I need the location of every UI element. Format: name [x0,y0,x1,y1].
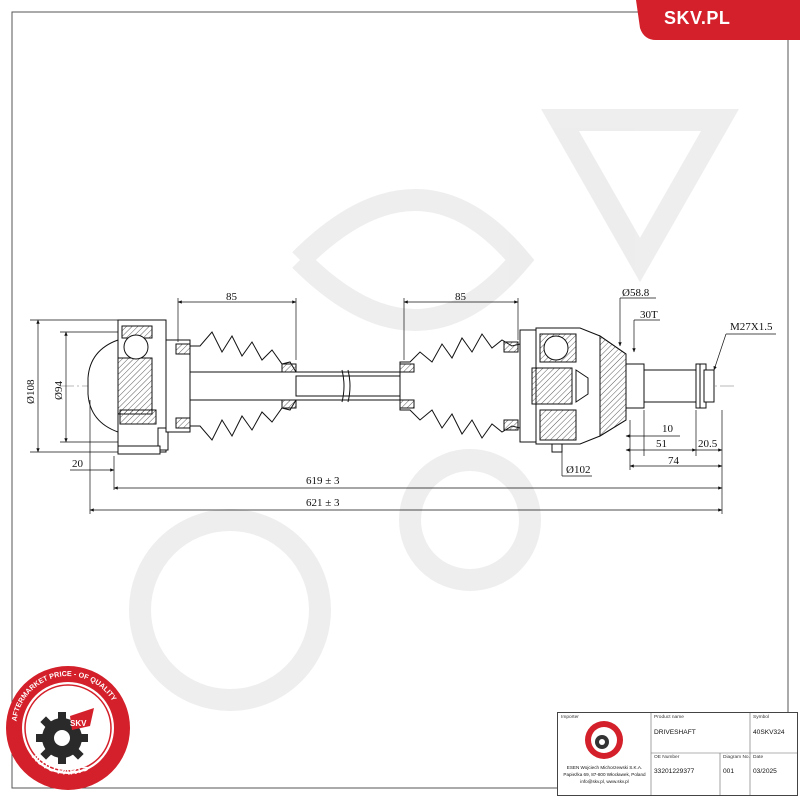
dim-left-outer-diameter: Ø108 [25,379,37,404]
importer-name: ESEN Wojciech Michorzewski S.K.A. [566,765,643,770]
gear-icon [36,708,94,764]
dim-thread-length: 20.5 [698,438,718,450]
importer-logo [585,721,623,759]
dim-left-offset: 20 [72,458,84,470]
title-block: Importer ESEN Wojciech Michorzewski S.K.… [557,712,798,796]
product-name: DRIVESHAFT [654,729,696,736]
dim-thread: M27X1.5 [730,321,773,333]
brand-name: SKV.PL [664,8,731,28]
symbol-value: 40SKV324 [753,729,785,736]
dim-hub-diameter: Ø58.8 [622,287,650,299]
skv-badge: SKV AFTERMARKET PRICE - OF QUALITY AUTO … [6,666,130,790]
symbol-label: Symbol [753,715,769,720]
right-boot [399,333,521,439]
watermark-logo [129,109,739,711]
dim-right-boot-length: 85 [455,291,467,303]
importer-address: Papieżka 69, 87-800 Włocławek, Poland [563,772,646,777]
dim-length-inner: 619 ± 3 [306,475,340,487]
dim-shoulder: 10 [662,423,674,435]
badge-center-text: SKV [70,719,87,728]
dim-length-overall: 621 ± 3 [306,497,340,509]
dim-stub-51: 51 [656,438,667,450]
dim-left-boot-length: 85 [226,291,238,303]
diagram-no: 001 [723,768,735,775]
importer-contact: info@skv.pl, www.skv.pl [580,779,629,784]
dim-stub-74: 74 [668,455,680,467]
oe-label: OE Number [654,755,680,760]
brand-tab-shape [636,0,800,40]
diagram-no-label: Diagram No. [723,755,750,760]
dim-left-inner-diameter: Ø94 [53,381,65,400]
date-label: Date [753,755,764,760]
right-cv-joint [519,327,715,453]
importer-label: Importer [561,715,579,720]
shaft [189,369,415,403]
dim-flange-diameter: Ø102 [566,464,590,476]
left-cv-joint [87,319,191,455]
dim-spline-count: 30T [640,309,658,321]
date-value: 03/2025 [753,768,777,775]
page-frame [11,11,789,789]
oe-number: 33201229377 [654,768,695,775]
dimension-lines [30,297,776,514]
title-block-grid [650,713,797,795]
product-name-label: Product name [654,715,684,720]
